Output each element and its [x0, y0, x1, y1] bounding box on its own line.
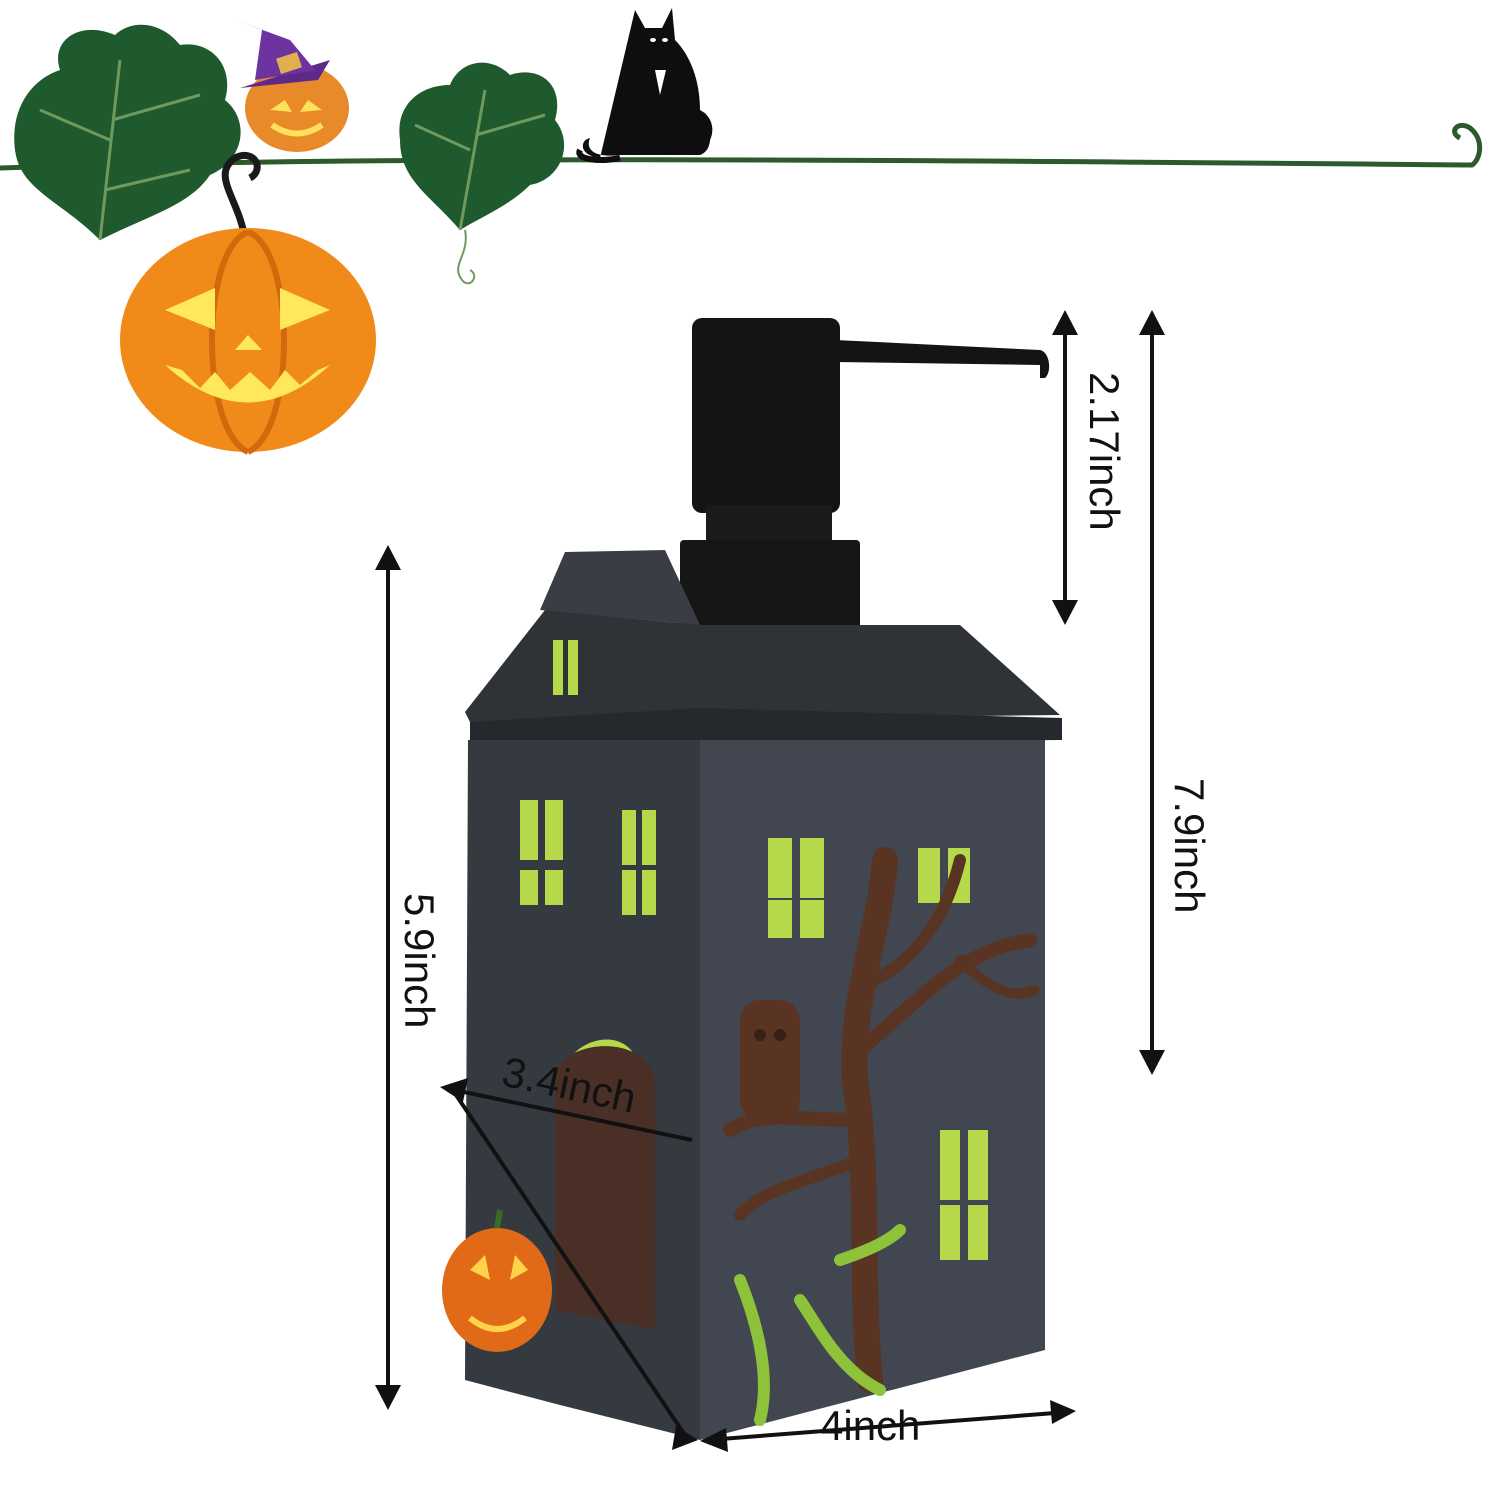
jack-o-lantern-icon: [120, 152, 376, 455]
ivy-leaf-icon: [399, 62, 565, 230]
owl-icon: [740, 1000, 800, 1120]
soap-dispenser: [442, 318, 1062, 1440]
pump-icon: [680, 318, 1050, 635]
pump-height-label: 2.17inch: [1081, 372, 1128, 531]
vine-line: [0, 122, 1483, 171]
body-height-arrow: [375, 545, 401, 1410]
small-pumpkin-icon: [442, 1209, 552, 1352]
tree-icon: [723, 847, 1040, 1393]
width-label: 4inch: [820, 1402, 920, 1449]
total-height-label: 7.9inch: [1166, 778, 1213, 913]
width-arrow: [700, 1400, 1076, 1452]
black-cat-icon: [576, 8, 713, 163]
witch-hat-pumpkin-icon: [235, 20, 349, 152]
halloween-vine-decor: [0, 8, 1483, 455]
dimension-arrows: [375, 310, 1165, 1452]
total-height-arrow: [1139, 310, 1165, 1075]
pump-height-arrow: [1052, 310, 1078, 625]
depth-dimension-line: [450, 1087, 691, 1443]
ivy-leaf-icon: [14, 24, 241, 241]
body-height-label: 5.9inch: [396, 893, 443, 1028]
